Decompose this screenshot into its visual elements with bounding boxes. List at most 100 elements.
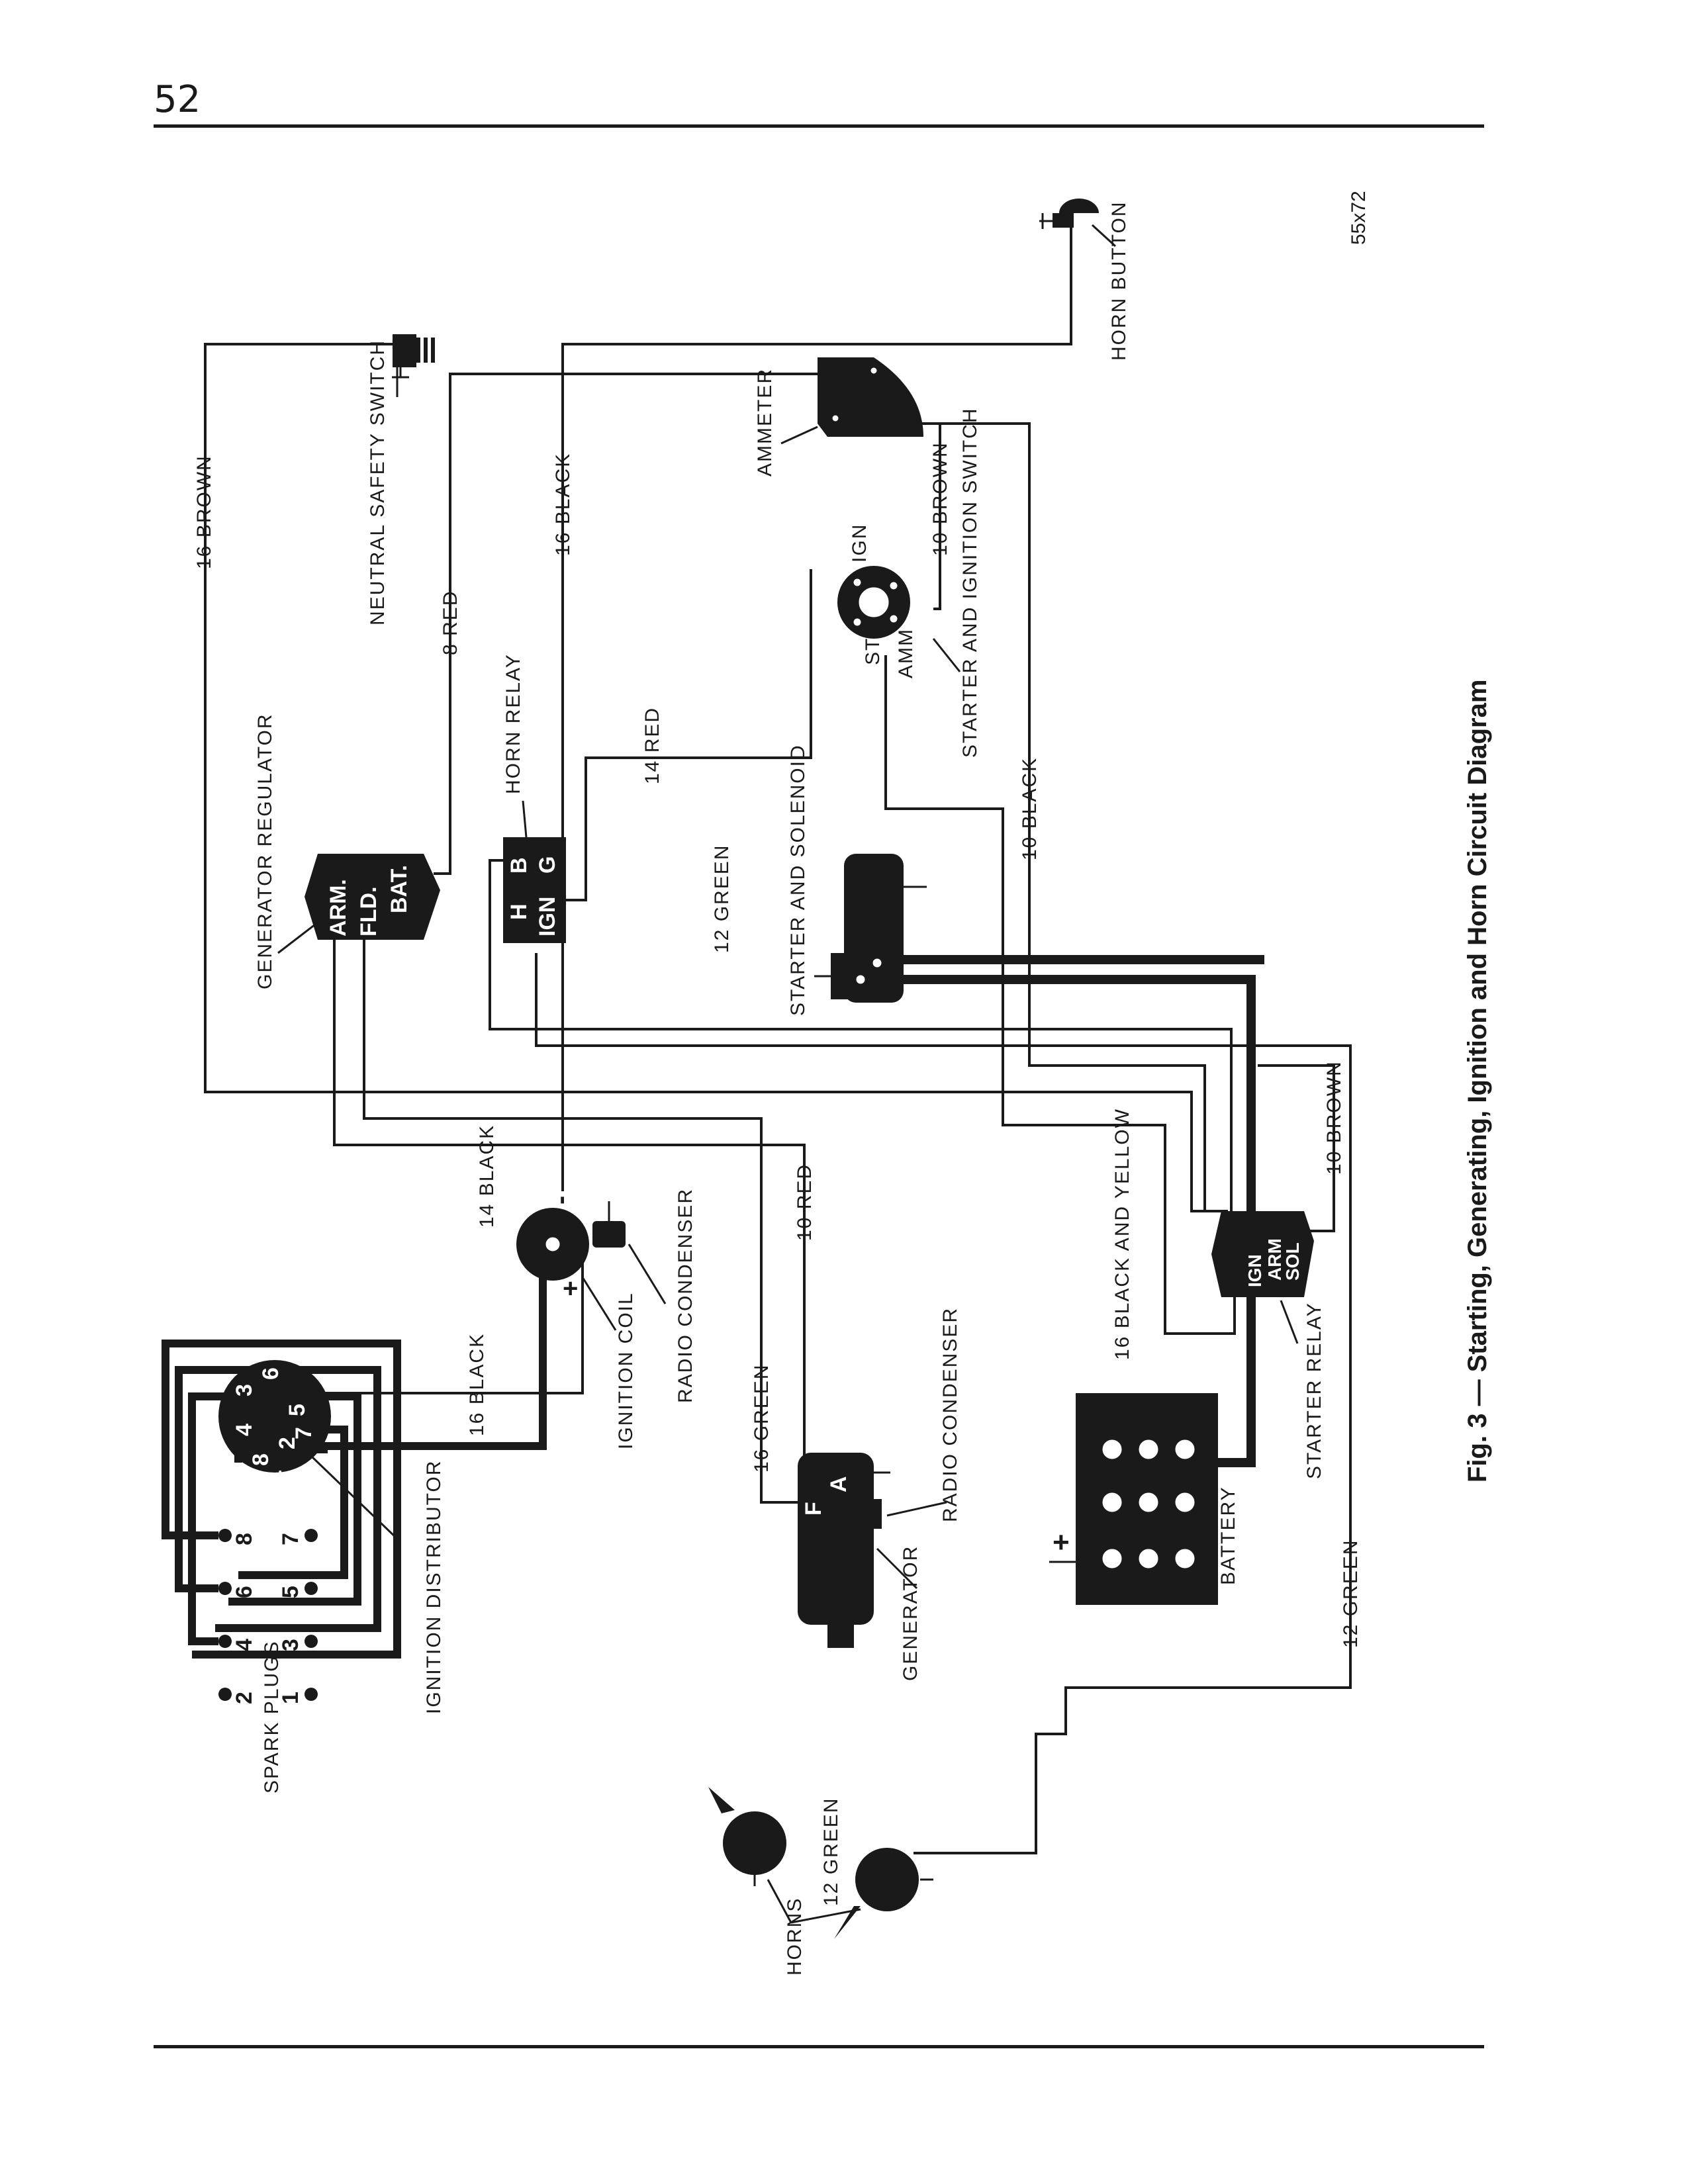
svg-text:3: 3	[278, 1639, 303, 1651]
generator-label: GENERATOR	[900, 1545, 921, 1681]
wire-16-green	[363, 940, 821, 1504]
svg-text:7: 7	[278, 1533, 303, 1545]
horn-button-label: HORN BUTTON	[1108, 201, 1130, 361]
wire-amm	[884, 655, 1166, 1211]
svg-text:G: G	[535, 856, 560, 874]
starter-relay-icon[interactable]: IGN ARM SOL	[1211, 1211, 1314, 1297]
wire-label-16-brown: 16 BROWN	[193, 455, 215, 569]
svg-text:F: F	[801, 1502, 826, 1516]
coil-terminal-minus: -	[546, 1196, 575, 1205]
radio-condenser-generator-icon	[861, 1499, 882, 1529]
svg-text:IGN: IGN	[1244, 1254, 1265, 1287]
wire-horn-relay-lower	[535, 953, 1352, 1854]
generator-regulator-label: GENERATOR REGULATOR	[254, 713, 276, 989]
generator-regulator-icon[interactable]: ARM. FLD. BAT.	[305, 854, 440, 940]
header-rule	[154, 124, 1484, 128]
svg-text:2: 2	[232, 1692, 257, 1704]
wire-10-brown-relay	[1258, 1064, 1335, 1232]
wiring	[162, 225, 1352, 1854]
svg-text:2: 2	[275, 1437, 300, 1449]
battery-label: BATTERY	[1217, 1486, 1239, 1585]
figure-caption: Fig. 3 — Starting, Generating, Ignition …	[1463, 680, 1492, 1482]
wire-label-16-green: 16 GREEN	[751, 1364, 773, 1473]
wire-label-12-green-bottom: 12 GREEN	[1340, 1539, 1362, 1648]
battery-icon	[1049, 1393, 1218, 1605]
wire-16-brown	[204, 343, 1228, 1212]
horn-button-icon[interactable]	[1039, 199, 1099, 229]
plug-numbers-even: 8 6 4 2	[232, 1533, 257, 1704]
ignition-coil-icon	[516, 1208, 589, 1281]
horn-relay-label: HORN RELAY	[502, 653, 524, 794]
wire-label-10-brown-switch: 10 BROWN	[929, 441, 951, 556]
svg-text:5: 5	[278, 1586, 303, 1598]
switch-terminal-ign: IGN	[849, 523, 870, 563]
svg-text:ARM.: ARM.	[326, 879, 351, 936]
spark-plugs-icon	[218, 1529, 318, 1701]
radio-condenser-coil-icon	[592, 1201, 626, 1248]
page-number: 52	[154, 78, 201, 121]
neutral-safety-switch-label: NEUTRAL SAFETY SWITCH	[367, 340, 389, 625]
switch-terminal-amm: AMM	[895, 628, 917, 678]
neutral-safety-switch-icon	[392, 334, 435, 379]
svg-text:5: 5	[285, 1404, 310, 1416]
horns-icon	[708, 1787, 933, 1939]
switch-label: STARTER AND IGNITION SWITCH	[959, 407, 981, 758]
svg-text:8: 8	[232, 1533, 257, 1545]
wire-8-red	[434, 373, 818, 875]
starter-solenoid-icon	[831, 854, 927, 1003]
svg-text:IGN: IGN	[535, 897, 560, 936]
radio-condenser-generator-label: RADIO CONDENSER	[939, 1307, 961, 1522]
svg-text:SOL: SOL	[1282, 1242, 1303, 1281]
svg-text:H: H	[506, 903, 532, 920]
svg-text:6: 6	[232, 1586, 257, 1598]
starter-relay-label: STARTER RELAY	[1303, 1302, 1325, 1479]
wire-label-10-brown-relay: 10 BROWN	[1323, 1060, 1345, 1175]
switch-terminal-st: ST	[862, 637, 884, 665]
horns-label: HORNS	[784, 1897, 806, 1976]
wire-label-10-black: 10 BLACK	[1019, 757, 1041, 860]
wire-labels: 16 BROWN 8 RED 16 BLACK 14 RED 10 BROWN …	[193, 441, 1362, 1906]
battery-terminal-plus: +	[1053, 1526, 1070, 1559]
horn-relay-icon[interactable]: H B IGN G	[503, 837, 566, 943]
svg-text:BAT.: BAT.	[387, 865, 412, 913]
wire-label-10-red: 10 RED	[794, 1163, 816, 1241]
wire-label-12-green-horns: 12 GREEN	[820, 1797, 842, 1906]
wire-10-red	[333, 940, 806, 1482]
wire-label-12-green-mid: 12 GREEN	[711, 844, 733, 953]
svg-text:1: 1	[278, 1692, 303, 1704]
wire-label-16-black-coil: 16 BLACK	[466, 1333, 488, 1436]
ignition-distributor-label: IGNITION DISTRIBUTOR	[423, 1460, 445, 1714]
ammeter-label: AMMETER	[754, 368, 776, 477]
svg-text:ARM: ARM	[1264, 1238, 1285, 1281]
page-code: 55x72	[1348, 191, 1370, 245]
wire-label-8-red: 8 RED	[440, 590, 461, 655]
coil-high-tension-cable	[311, 1257, 547, 1450]
wire-10-black	[877, 422, 1221, 1212]
wire-16-black-horn	[557, 225, 1072, 845]
plug-numbers-odd: 7 5 3 1	[278, 1533, 303, 1704]
battery-terminal-minus: -	[1196, 1420, 1228, 1430]
generator-icon: F A	[798, 1453, 890, 1648]
wire-14-red	[536, 569, 812, 901]
svg-text:4: 4	[232, 1639, 257, 1651]
svg-text:B: B	[506, 857, 532, 874]
svg-text:A: A	[826, 1476, 851, 1492]
coil-terminal-plus: +	[563, 1274, 578, 1303]
cable-relay-to-starter	[887, 975, 1256, 1211]
svg-text:7: 7	[291, 1427, 316, 1439]
starter-ignition-switch-icon[interactable]	[837, 566, 910, 639]
svg-text:4: 4	[232, 1424, 257, 1436]
wire-label-16-black-top: 16 BLACK	[552, 453, 574, 556]
wire-12-green-mid	[489, 859, 1233, 1211]
wire-label-14-red: 14 RED	[641, 707, 663, 784]
wire-16-black-yellow	[1164, 1211, 1236, 1335]
svg-text:8: 8	[248, 1453, 273, 1466]
starter-solenoid-label: STARTER AND SOLENOID	[787, 744, 809, 1016]
radio-condenser-coil-label: RADIO CONDENSER	[675, 1188, 696, 1403]
svg-text:3: 3	[232, 1384, 257, 1396]
wire-label-16-black-yellow: 16 BLACK AND YELLOW	[1111, 1108, 1133, 1360]
svg-text:1: 1	[261, 1470, 287, 1482]
distributor-icon: 3 6 4 5 8 2 7 1	[218, 1360, 331, 1482]
wire-label-14-black: 14 BLACK	[476, 1124, 498, 1228]
